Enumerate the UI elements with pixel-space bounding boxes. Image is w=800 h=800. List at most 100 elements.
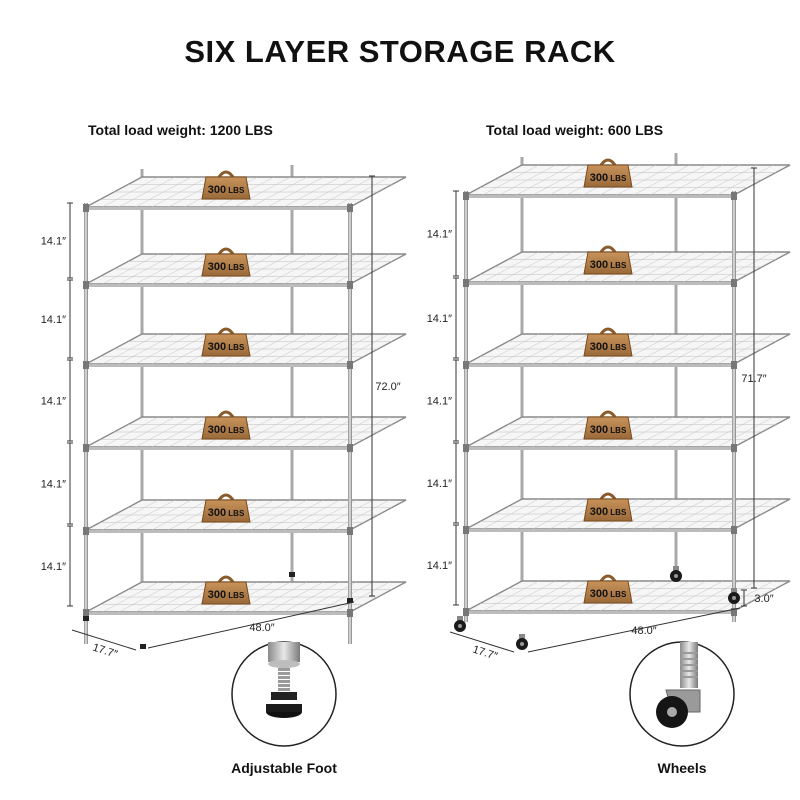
shelf-lip [466,611,734,614]
shelf-lip [86,447,350,450]
post-sleeve [83,527,89,535]
foot [347,598,353,603]
post-sleeve [731,526,737,534]
post-sleeve [83,361,89,369]
adjustable-foot-detail [231,641,337,747]
weight-badge-icon [201,253,251,277]
badge-label: 300 LBS [208,261,245,273]
right-caption: Wheels [657,760,707,776]
shelf-capacity-badge: 300 LBS [201,410,251,440]
thread [680,676,698,678]
dimension-label: 14.1″ [427,396,452,408]
badge-label: 300 LBS [590,588,627,600]
shelf-capacity-badge: 300 LBS [201,170,251,200]
weight-badge-icon [583,333,633,357]
badge-handle [599,158,617,166]
weight-badge-icon [201,416,251,440]
post-sleeve [463,279,469,287]
left-shelf-spacing: 14.1″ [41,359,73,442]
post-sleeve [463,444,469,452]
thread [278,680,290,683]
foot [83,616,89,621]
dimension-label: 72.0″ [375,381,400,393]
badge-handle [217,575,235,583]
shelf-lip [86,364,350,367]
right-shelf-spacing: 14.1″ [427,359,459,442]
wheel-hub [458,624,462,628]
shelf-lip [466,364,734,367]
caster-wheel-icon [670,566,682,582]
badge-handle [599,492,617,500]
caster-stem [731,588,737,595]
right-shelf-spacing: 14.1″ [427,524,459,606]
badge-label: 300 LBS [590,341,627,353]
post-sleeve [347,444,353,452]
post-sleeve [347,361,353,369]
left-shelf-spacing: 14.1″ [41,202,73,279]
badge-label: 300 LBS [590,259,627,271]
left-load-label: Total load weight: 1200 LBS [88,122,273,138]
badge-handle [599,245,617,253]
caster-stem [673,566,679,573]
front-left-post [84,203,88,644]
shelf-lip [86,207,350,210]
shelf-lip [86,530,350,533]
foot-nut [271,692,297,700]
left-rack [83,165,407,644]
post-sleeve [347,527,353,535]
thread [680,658,698,660]
dimension-label: 3.0″ [754,593,773,605]
post-rim [268,660,300,668]
post-end [268,642,300,662]
post-sleeve [731,444,737,452]
wheel-hub [674,574,678,578]
post-sleeve [347,281,353,289]
right-shelf-spacing: 14.1″ [427,190,459,277]
left-depth-label: 17.7″ [91,642,119,661]
badge-handle [599,327,617,335]
post-sleeve [463,361,469,369]
dimension-label: 14.1″ [41,479,66,491]
front-right-post [348,203,352,644]
post-sleeve [463,526,469,534]
page-title: SIX LAYER STORAGE RACK [184,34,616,69]
left-shelf-spacing: 14.1″ [41,279,73,359]
thread [278,672,290,675]
weight-badge-icon [201,499,251,523]
post-sleeve [83,444,89,452]
foot [140,644,146,649]
dimension-label: 14.1″ [427,478,452,490]
weight-badge-icon [201,581,251,605]
left-shelf-spacing: 14.1″ [41,442,73,525]
shelf-capacity-badge: 300 LBS [201,327,251,357]
post-sleeve [463,608,469,616]
shelf [465,251,791,285]
post-sleeve [731,361,737,369]
right-height-dim: 71.7″ [741,167,767,589]
thread [680,664,698,666]
right-shelf-spacing: 14.1″ [427,277,459,359]
shelf-capacity-badge: 300 LBS [583,245,633,275]
dimension-label: 14.1″ [427,313,452,325]
badge-label: 300 LBS [208,341,245,353]
dimension-label: 14.1″ [427,229,452,241]
caster-wheel-icon [516,634,528,650]
badge-handle [599,574,617,582]
shelf-lip [466,195,734,198]
shelf-lip [466,529,734,532]
thread [278,688,290,691]
shelf-capacity-badge: 300 LBS [201,247,251,277]
right-shelf-spacing: 14.1″ [427,442,459,524]
dimension-label: 14.1″ [41,314,66,326]
post-sleeve [347,609,353,617]
shelf-capacity-badge: 300 LBS [583,327,633,357]
shelf-lip [466,447,734,450]
badge-label: 300 LBS [208,184,245,196]
shelf-lip [86,612,350,615]
left-width-label: 48.0″ [249,622,274,634]
wheel-hub [732,596,736,600]
thread [278,676,290,679]
dimension-label: 71.7″ [741,373,766,385]
shelf-capacity-badge: 300 LBS [201,493,251,523]
